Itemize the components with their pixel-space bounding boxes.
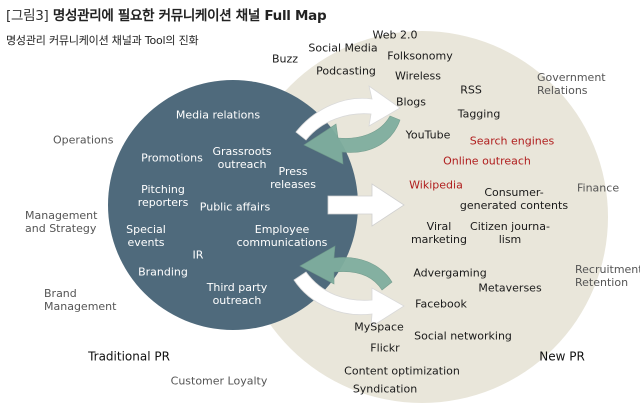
item-third-party-outreach: Third party outreach [206, 281, 268, 307]
outer-recruitment-retention: Recruitment, Retention [575, 263, 640, 289]
outer-government-relations: Government Relations [537, 71, 606, 97]
item-media-relations: Media relations [175, 108, 261, 122]
figure-number: [그림3] [6, 8, 49, 24]
item-metaverses: Metaverses [478, 281, 542, 295]
new-pr-circle [236, 31, 608, 403]
bottom-arrow-to-traditional [299, 245, 393, 291]
item-promotions: Promotions [141, 151, 203, 165]
item-buzz: Buzz [271, 52, 299, 66]
item-special-events: Special events [126, 223, 166, 249]
item-youtube: YouTube [405, 128, 451, 142]
item-public-affairs: Public affairs [199, 200, 271, 214]
item-citizen-journalism: Citizen journa- lism [470, 220, 550, 246]
item-syndication: Syndication [352, 382, 418, 396]
new-pr-label: New PR [539, 349, 585, 364]
item-facebook: Facebook [415, 297, 467, 311]
outer-management-strategy: Management and Strategy [25, 209, 98, 235]
outer-brand-management: Brand Management [44, 287, 117, 313]
bottom-arrow-to-new [293, 271, 405, 328]
item-social-networking: Social networking [414, 329, 512, 343]
item-online-outreach: Online outreach [443, 154, 531, 168]
item-advergaming: Advergaming [413, 266, 487, 280]
item-flickr: Flickr [370, 341, 400, 355]
item-pitching-reporters: Pitching reporters [137, 183, 189, 209]
item-myspace: MySpace [354, 320, 404, 334]
top-arrow-to-new [295, 85, 401, 141]
item-content-optimization: Content optimization [344, 364, 460, 378]
item-ir: IR [192, 248, 204, 262]
item-wikipedia: Wikipedia [409, 178, 463, 192]
figure-subtitle: 명성관리 커뮤니케이션 채널과 Tool의 진화 [6, 34, 199, 47]
item-consumer-generated-contents: Consumer- generated contents [459, 186, 569, 212]
top-arrow-to-traditional [303, 115, 401, 165]
item-press-releases: Press releases [270, 165, 316, 191]
item-web20: Web 2.0 [372, 28, 418, 42]
outer-finance: Finance [577, 181, 620, 195]
item-podcasting: Podcasting [316, 64, 376, 78]
traditional-pr-label: Traditional PR [88, 349, 170, 364]
item-grassroots-outreach: Grassroots outreach [212, 145, 272, 171]
item-tagging: Tagging [457, 107, 501, 121]
item-employee-communications: Employee communications [236, 223, 328, 249]
item-folksonomy: Folksonomy [387, 49, 453, 63]
item-viral-marketing: Viral marketing [410, 220, 468, 246]
item-rss: RSS [460, 83, 482, 97]
figure-title: [그림3] 명성관리에 필요한 커뮤니케이션 채널 Full Map [6, 4, 327, 24]
item-search-engines: Search engines [469, 134, 555, 148]
item-social-media: Social Media [308, 41, 378, 55]
item-wireless: Wireless [394, 69, 442, 83]
outer-customer-loyalty: Customer Loyalty [170, 374, 268, 388]
traditional-pr-circle [108, 80, 358, 330]
outer-operations: Operations [53, 133, 114, 147]
item-blogs: Blogs [395, 95, 427, 109]
figure-title-text: 명성관리에 필요한 커뮤니케이션 채널 Full Map [52, 8, 327, 24]
item-branding: Branding [138, 265, 188, 279]
middle-arrow [327, 183, 405, 227]
